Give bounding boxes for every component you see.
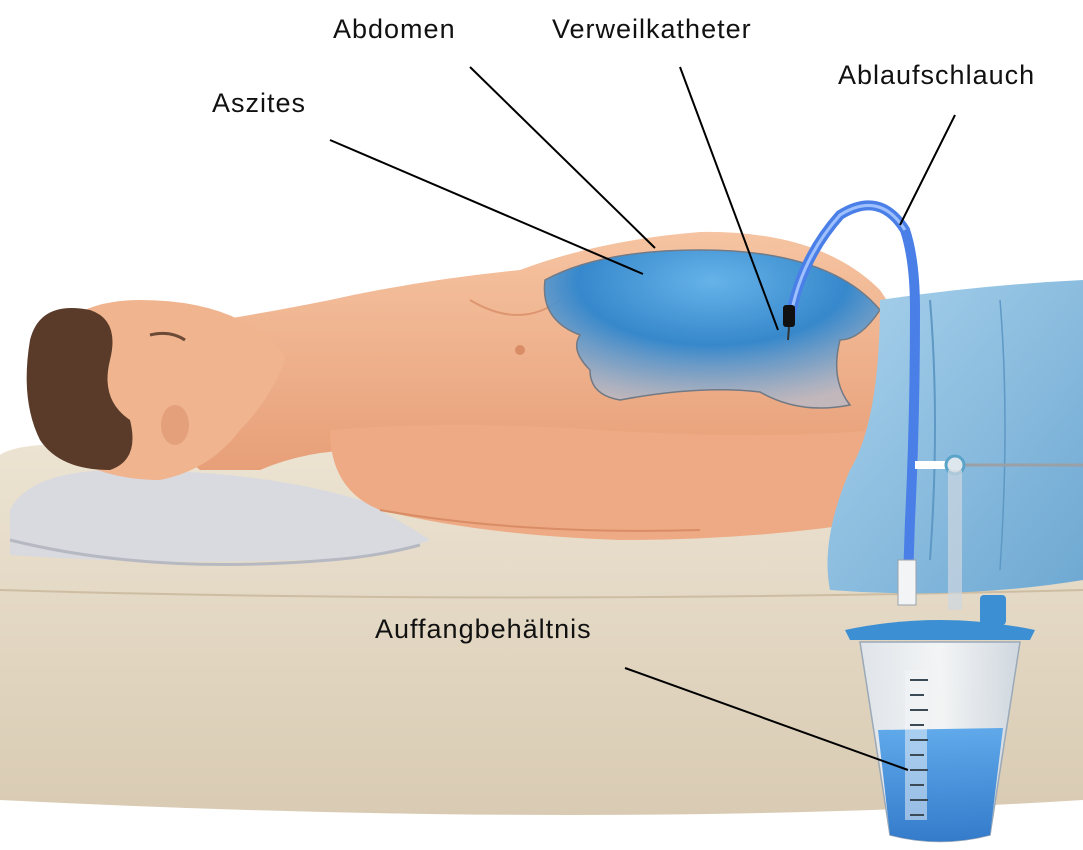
ascites-region — [544, 250, 880, 408]
label-verweilkatheter: Verweilkatheter — [552, 16, 752, 43]
label-ablaufschlauch: Ablaufschlauch — [838, 62, 1035, 89]
leader-line-ablaufschlauch — [900, 115, 955, 225]
label-abdomen: Abdomen — [333, 16, 456, 43]
leader-line-aszites — [330, 140, 643, 274]
leader-line-abdomen — [470, 67, 655, 248]
label-aszites: Aszites — [212, 90, 306, 117]
label-auffangbehaeltnis: Auffangbehältnis — [375, 616, 592, 643]
